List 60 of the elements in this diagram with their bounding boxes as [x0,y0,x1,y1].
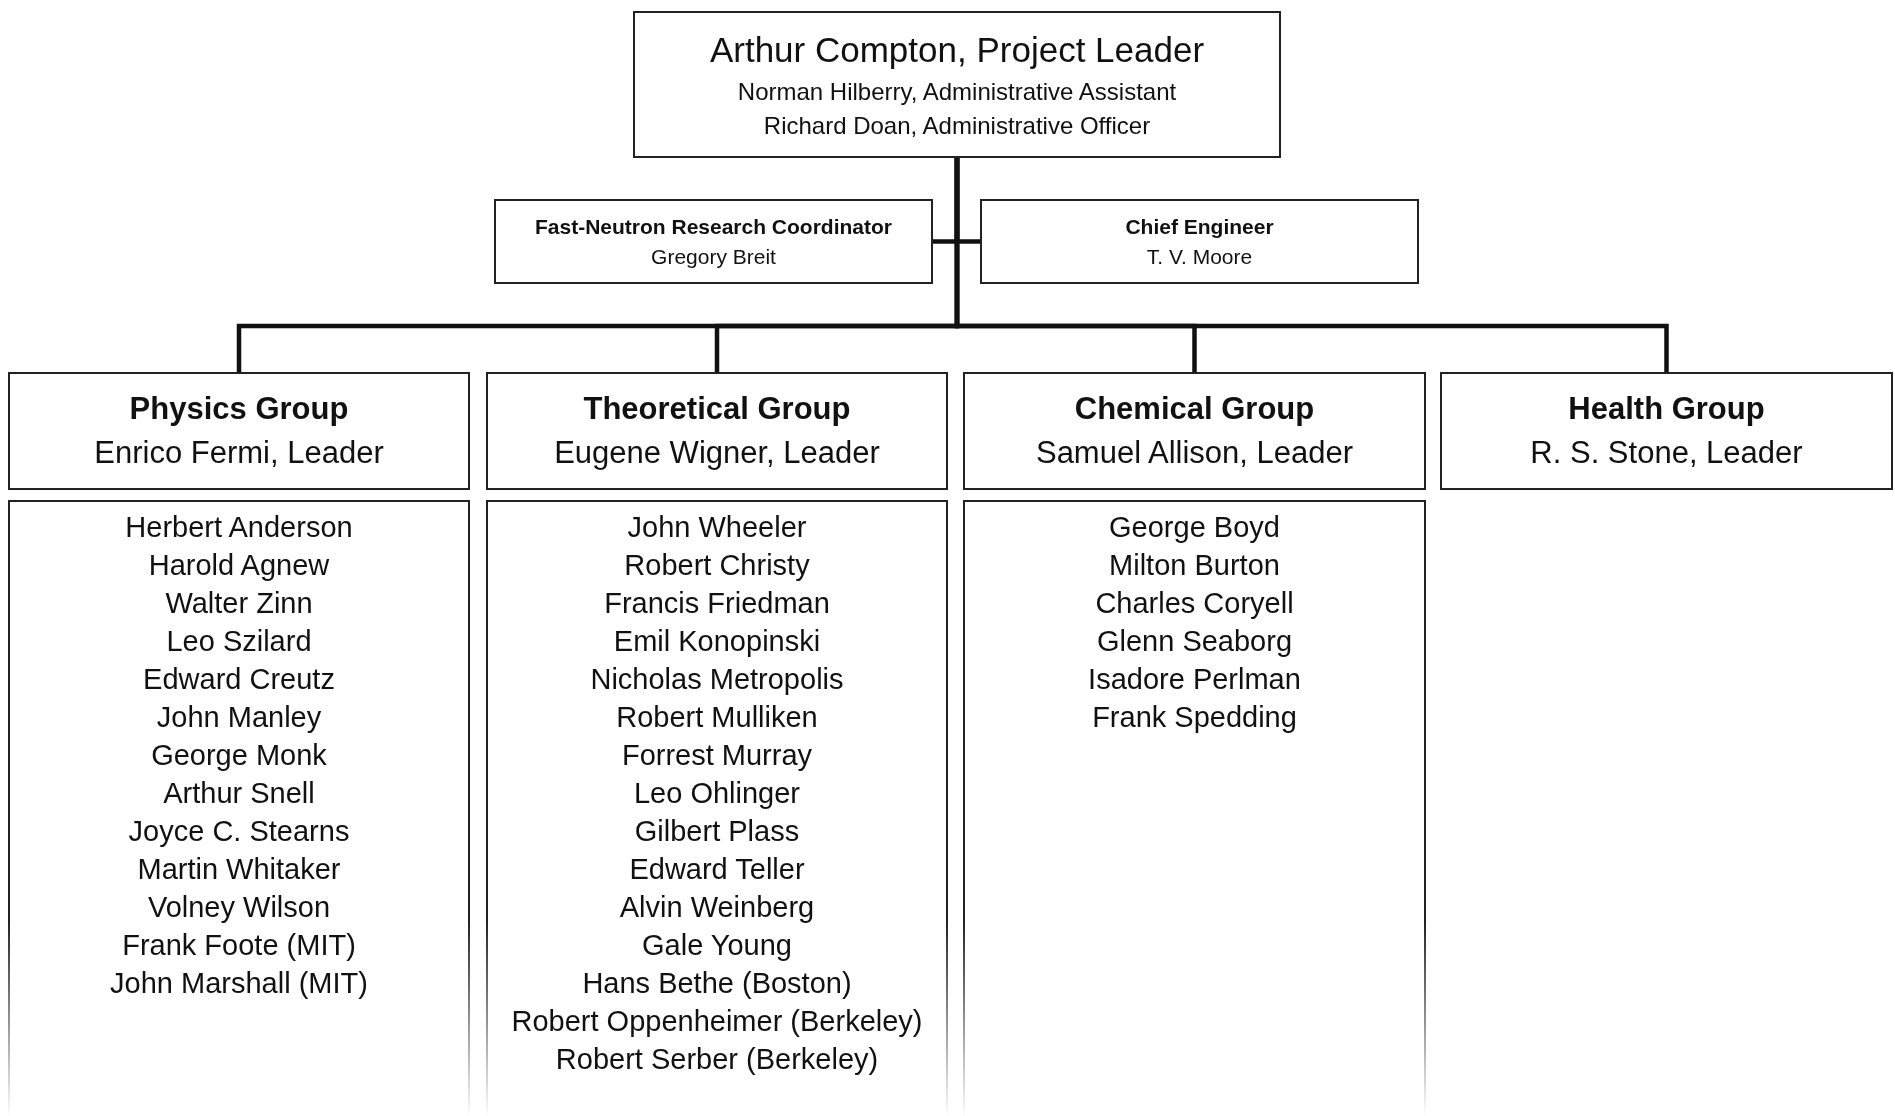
box-heading: Arthur Compton, Project Leader [709,29,1205,70]
box-subtext: R. S. Stone, Leader [1530,435,1803,471]
member-name: Walter Zinn [165,586,313,621]
member-name: Isadore Perlman [1088,662,1301,697]
box-heading: Physics Group [129,391,349,427]
member-name: Frank Spedding [1092,700,1297,735]
member-name: Emil Konopinski [613,624,821,659]
member-name: Gilbert Plass [634,814,800,849]
member-name: George Monk [151,738,327,773]
member-name: Charles Coryell [1095,586,1294,621]
connector-line [954,158,1669,372]
member-name: Frank Foote (MIT) [122,928,356,963]
member-name: Robert Mulliken [616,700,818,735]
box-subtext: Eugene Wigner, Leader [554,435,880,471]
member-name: Herbert Anderson [125,510,353,545]
box-subtext: T. V. Moore [1146,244,1253,269]
member-name: Volney Wilson [147,890,331,925]
member-name: John Wheeler [627,510,807,545]
group-box [8,372,470,490]
member-name: Glenn Seaborg [1096,624,1293,659]
group-box [486,372,948,490]
member-name: Francis Friedman [604,586,830,621]
box-subtext: Norman Hilberry, Administrative Assistant [737,77,1177,106]
member-name: Gale Young [642,928,792,963]
group-box [1440,372,1893,490]
member-name: Joyce C. Stearns [128,814,350,849]
member-list-box [963,500,1426,1116]
member-name: Alvin Weinberg [619,890,815,925]
staff-box [494,199,933,284]
member-name: Robert Christy [624,548,810,583]
member-name: Edward Creutz [143,662,335,697]
box-heading: Theoretical Group [583,391,851,427]
member-name: Nicholas Metropolis [590,662,844,697]
box-heading: Chief Engineer [1125,214,1274,239]
member-list-box [8,500,470,1116]
box-subtext: Enrico Fermi, Leader [94,435,384,471]
box-heading: Chemical Group [1074,391,1315,427]
member-name: George Boyd [1109,510,1280,545]
member-name: Forrest Murray [621,738,813,773]
box-subtext: Samuel Allison, Leader [1035,435,1354,471]
box-subtext: Richard Doan, Administrative Officer [763,111,1151,140]
member-name: Leo Szilard [166,624,312,659]
member-name: Arthur Snell [163,776,315,811]
member-list-box [486,500,948,1116]
member-name: John Marshall (MIT) [110,966,368,1001]
member-name: Robert Oppenheimer (Berkeley) [511,1004,923,1039]
box-heading: Health Group [1568,391,1765,427]
member-name: Edward Teller [629,852,805,887]
member-name: John Manley [156,700,322,735]
group-box [963,372,1426,490]
leader-box [633,11,1281,158]
member-name: Robert Serber (Berkeley) [555,1042,879,1077]
member-name: Milton Burton [1109,548,1280,583]
box-subtext: Gregory Breit [651,244,776,269]
member-name: Leo Ohlinger [633,776,801,811]
staff-box [980,199,1419,284]
member-name: Martin Whitaker [137,852,341,887]
box-heading: Fast-Neutron Research Coordinator [534,214,893,239]
member-name: Hans Bethe (Boston) [582,966,852,1001]
member-name: Harold Agnew [148,548,330,583]
